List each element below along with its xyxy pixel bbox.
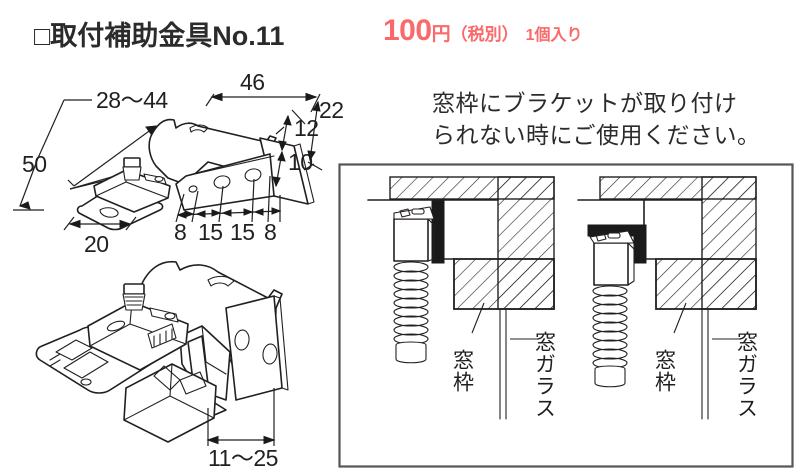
dimension-label-8a: 8	[174, 219, 186, 245]
dimension-11-25	[206, 388, 276, 446]
screw	[122, 157, 142, 181]
bracket-body	[148, 118, 315, 211]
price-amount: 100	[383, 14, 432, 47]
install-diagram-left	[367, 176, 555, 420]
dimension-label-22: 22	[319, 97, 344, 123]
price-group: 100円（税別） 1個入り	[383, 14, 582, 48]
installation-panel: 窓枠 窓ガラス	[338, 163, 794, 468]
instruction-line-2: られない時にご使用ください。	[432, 121, 761, 148]
exploded-dimension-drawing: 46 28〜44 50	[8, 58, 344, 257]
dimension-label-50: 50	[22, 151, 47, 177]
price-tax-note: （税別）	[450, 25, 519, 44]
dimension-label-8b: 8	[264, 219, 276, 245]
assembly-drawing: 11〜25	[30, 240, 330, 471]
instruction-line-1: 窓枠にブラケットが取り付け	[432, 90, 738, 116]
page-title: □取付補助金具No.11	[34, 21, 285, 51]
spring-coil-left	[393, 261, 429, 364]
header: □取付補助金具No.11 100円（税別） 1個入り	[0, 0, 800, 62]
dimension-label-15b: 15	[230, 219, 255, 245]
dimension-20	[63, 216, 137, 231]
label-glass-right: 窓ガラス	[735, 331, 759, 419]
label-frame-right: 窓枠	[653, 349, 677, 393]
dimension-22	[307, 100, 323, 171]
label-glass-left: 窓ガラス	[533, 331, 557, 419]
dimension-label-46: 46	[240, 69, 265, 95]
clamp-assembly	[76, 157, 171, 231]
assembly-screw	[122, 283, 146, 311]
label-frame-left: 窓枠	[451, 349, 475, 393]
dimension-10	[272, 150, 315, 188]
dimension-label-28-44: 28〜44	[96, 87, 168, 113]
assembly-clamp	[35, 283, 217, 443]
price-quantity: 1個入り	[525, 27, 583, 44]
dimension-28-44	[37, 99, 157, 187]
dimension-46	[205, 92, 321, 113]
dimension-label-15a: 15	[198, 219, 223, 245]
dimension-12	[275, 109, 306, 152]
dimension-label-20: 20	[84, 231, 109, 257]
dimension-label-11-25: 11〜25	[208, 445, 278, 471]
install-diagram-right	[577, 176, 757, 420]
instruction-text: 窓枠にブラケットが取り付け られない時にご使用ください。	[432, 88, 784, 151]
spring-coil-right	[592, 285, 628, 388]
dimension-hole-spacing	[175, 175, 282, 223]
price-currency: 円	[431, 24, 451, 45]
